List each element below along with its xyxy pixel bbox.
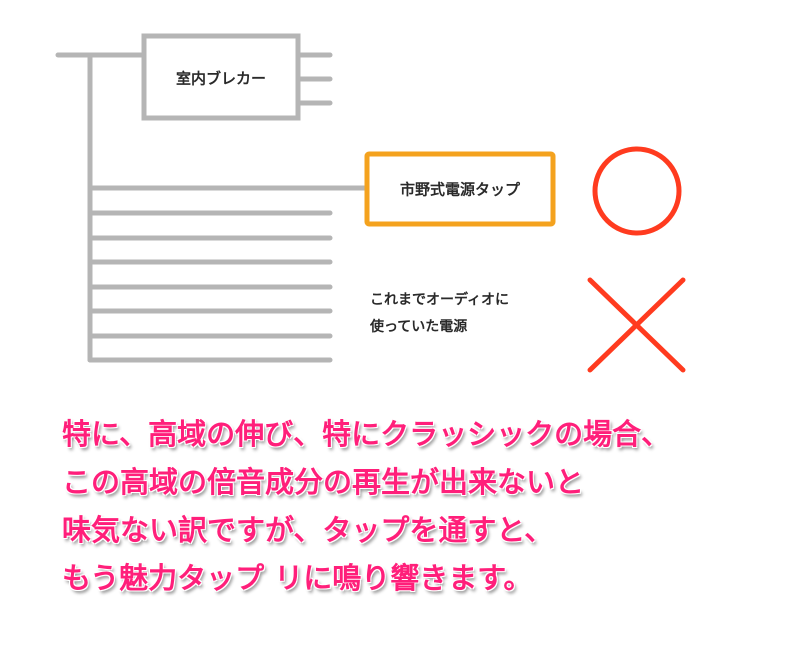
caption-line: 特に、高域の伸び、特にクラッシックの場合、 (62, 417, 671, 451)
power-tap-box (364, 151, 556, 227)
breaker-label: 室内ブレカー (176, 70, 266, 88)
old-source-label-line1: これまでオーディオに (370, 291, 509, 308)
breaker-box (141, 33, 301, 121)
caption-text: 特に、高域の伸び、特にクラッシックの場合、 この高域の倍音成分の再生が出来ないと… (62, 410, 782, 602)
old-source-label-line2: 使っていた電源 (369, 318, 467, 335)
wiring (55, 52, 371, 363)
power-tap-label: 市野式電源タップ (400, 181, 521, 199)
caption-line: この高域の倍音成分の再生が出来ないと (62, 465, 585, 499)
power-wiring-diagram: 室内ブレカー 市野式電源タップ これまでオーディオに 使っていた電源 (55, 33, 686, 373)
caption-line: 味気ない訳ですが、タップを通すと、 (62, 513, 554, 547)
bad-cross-mark (587, 277, 686, 373)
caption-line: もう魅力タップ リに鳴り響きます。 (62, 561, 533, 595)
good-circle-mark (592, 146, 682, 236)
